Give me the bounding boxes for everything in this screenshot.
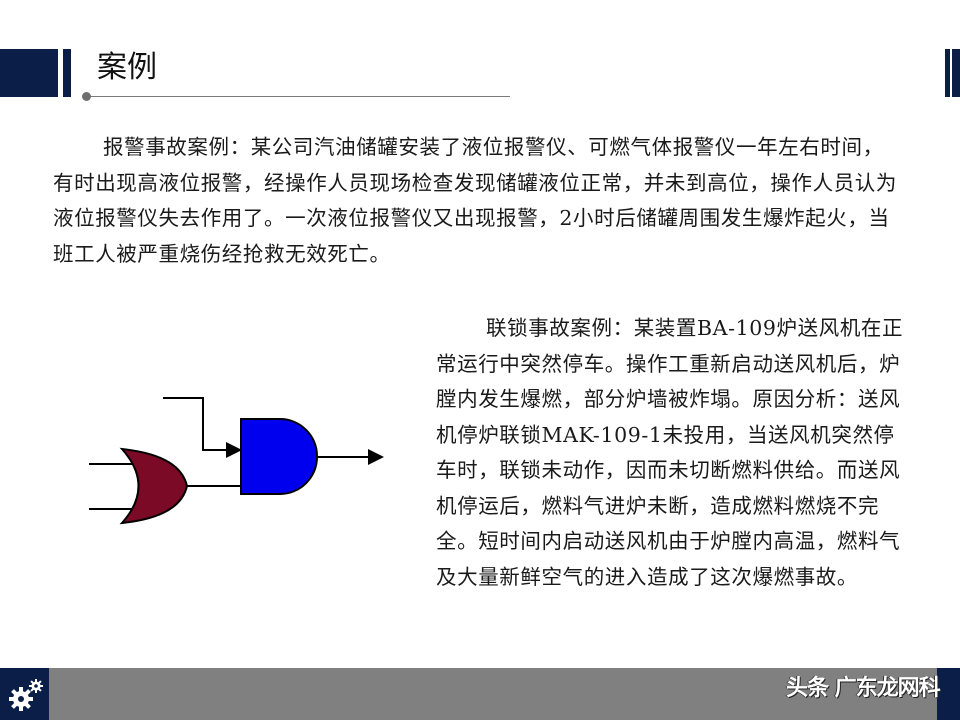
interlock-accident-paragraph: 联锁事故案例：某装置BA-109炉送风机在正常运行中突然停车。操作工重新启动送风… — [436, 316, 904, 589]
and-gate — [240, 418, 318, 495]
gears-icon — [9, 679, 43, 711]
footer-right-block — [937, 668, 960, 720]
footer-bar — [0, 668, 960, 720]
watermark-text: 头条 广东龙网科 — [786, 676, 941, 701]
and-input-top-wire — [163, 397, 242, 458]
header-decor-bar-right — [945, 49, 950, 97]
title-underline — [86, 96, 510, 97]
header-decor-block-left — [0, 49, 58, 97]
or-gate — [119, 447, 189, 525]
header-decor-block-right — [952, 49, 960, 97]
alarm-accident-paragraph: 报警事故案例：某公司汽油储罐安装了液位报警仪、可燃气体报警仪一年左右时间，有时出… — [53, 135, 897, 266]
page-title: 案例 — [97, 50, 157, 85]
title-underline-dot — [82, 92, 91, 101]
header-decor-bar-left — [63, 49, 71, 97]
logic-gate-diagram — [89, 397, 384, 525]
